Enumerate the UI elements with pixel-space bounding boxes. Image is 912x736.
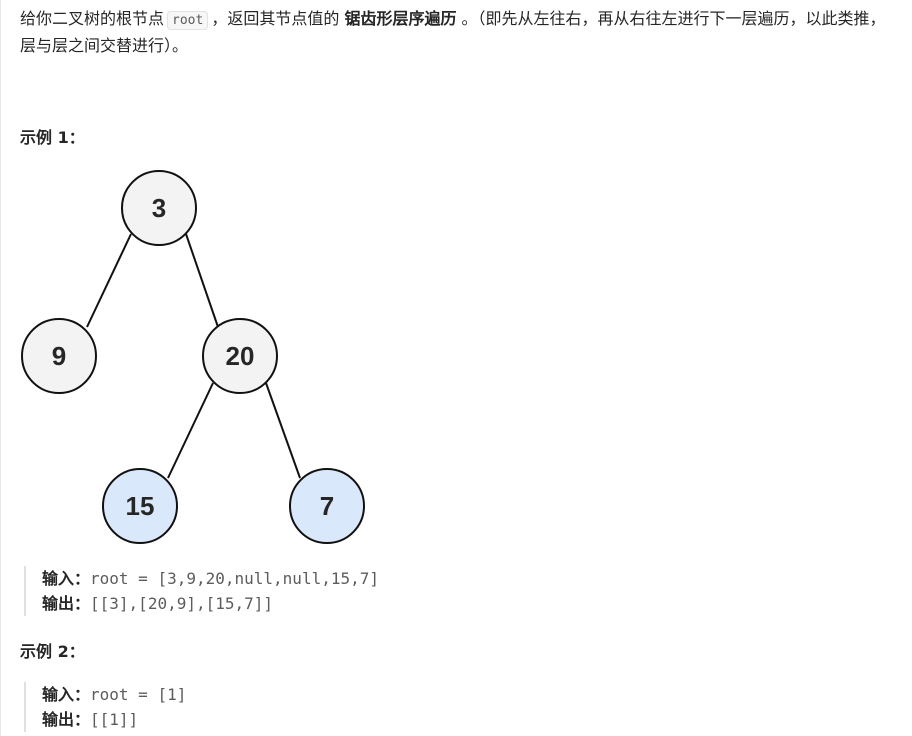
- description-after: 。（即先从左往右，再从右往左进行下一层遍历，以此类推，层与层之间交替进行）。: [20, 9, 886, 55]
- example-2-input-line: 输入：root = [1]: [42, 682, 186, 707]
- example-1-output-value: [[3],[20,9],[15,7]]: [90, 594, 274, 613]
- description-middle: ，返回其节点值的: [211, 9, 340, 28]
- edge-20-7: [265, 382, 301, 479]
- example-2-title: 示例 2：: [20, 642, 85, 661]
- node-20-circle: [202, 318, 278, 394]
- tree-node-9: 9: [21, 318, 97, 394]
- node-3-label: 3: [152, 193, 166, 223]
- example-1-input-value: root = [3,9,20,null,null,15,7]: [90, 569, 379, 588]
- example-2-output-value: [[1]]: [90, 710, 139, 729]
- binary-tree-diagram: 3 9 20 15 7: [21, 170, 365, 544]
- edge-20-15: [167, 382, 214, 479]
- tree-node-7: 7: [289, 468, 365, 544]
- tree-node-15: 15: [102, 468, 178, 544]
- node-15-label: 15: [126, 491, 155, 521]
- edge-3-20: [185, 233, 219, 328]
- node-15-circle: [102, 468, 178, 544]
- node-9-label: 9: [52, 341, 66, 371]
- node-9-circle: [21, 318, 97, 394]
- node-7-circle: [289, 468, 365, 544]
- example-1-output-label: 输出：: [42, 594, 91, 613]
- tree-node-3: 3: [121, 170, 197, 246]
- example-1-input-line: 输入：root = [3,9,20,null,null,15,7]: [42, 566, 379, 591]
- description-bold-term: 锯齿形层序遍历: [344, 9, 457, 28]
- example-2-input-label: 输入：: [42, 685, 91, 704]
- example-1-title: 示例 1：: [20, 128, 85, 147]
- edge-3-9: [86, 233, 132, 328]
- tree-node-20: 20: [202, 318, 278, 394]
- example-1-io-block: 输入：root = [3,9,20,null,null,15,7] 输出：[[3…: [24, 566, 379, 616]
- description-before-code: 给你二叉树的根节点: [20, 9, 165, 28]
- node-7-label: 7: [320, 491, 334, 521]
- node-3-circle: [121, 170, 197, 246]
- example-2-output-label: 输出：: [42, 710, 91, 729]
- inline-code-root: root: [167, 11, 209, 30]
- tree-edges: [86, 233, 301, 479]
- example-2-output-line: 输出：[[1]]: [42, 707, 186, 732]
- example-2-input-value: root = [1]: [90, 685, 187, 704]
- example-2-io-block: 输入：root = [1] 输出：[[1]]: [24, 682, 186, 732]
- example-1-output-line: 输出：[[3],[20,9],[15,7]]: [42, 591, 379, 616]
- left-border: [0, 0, 1, 736]
- node-20-label: 20: [226, 341, 255, 371]
- example-1-input-label: 输入：: [42, 569, 91, 588]
